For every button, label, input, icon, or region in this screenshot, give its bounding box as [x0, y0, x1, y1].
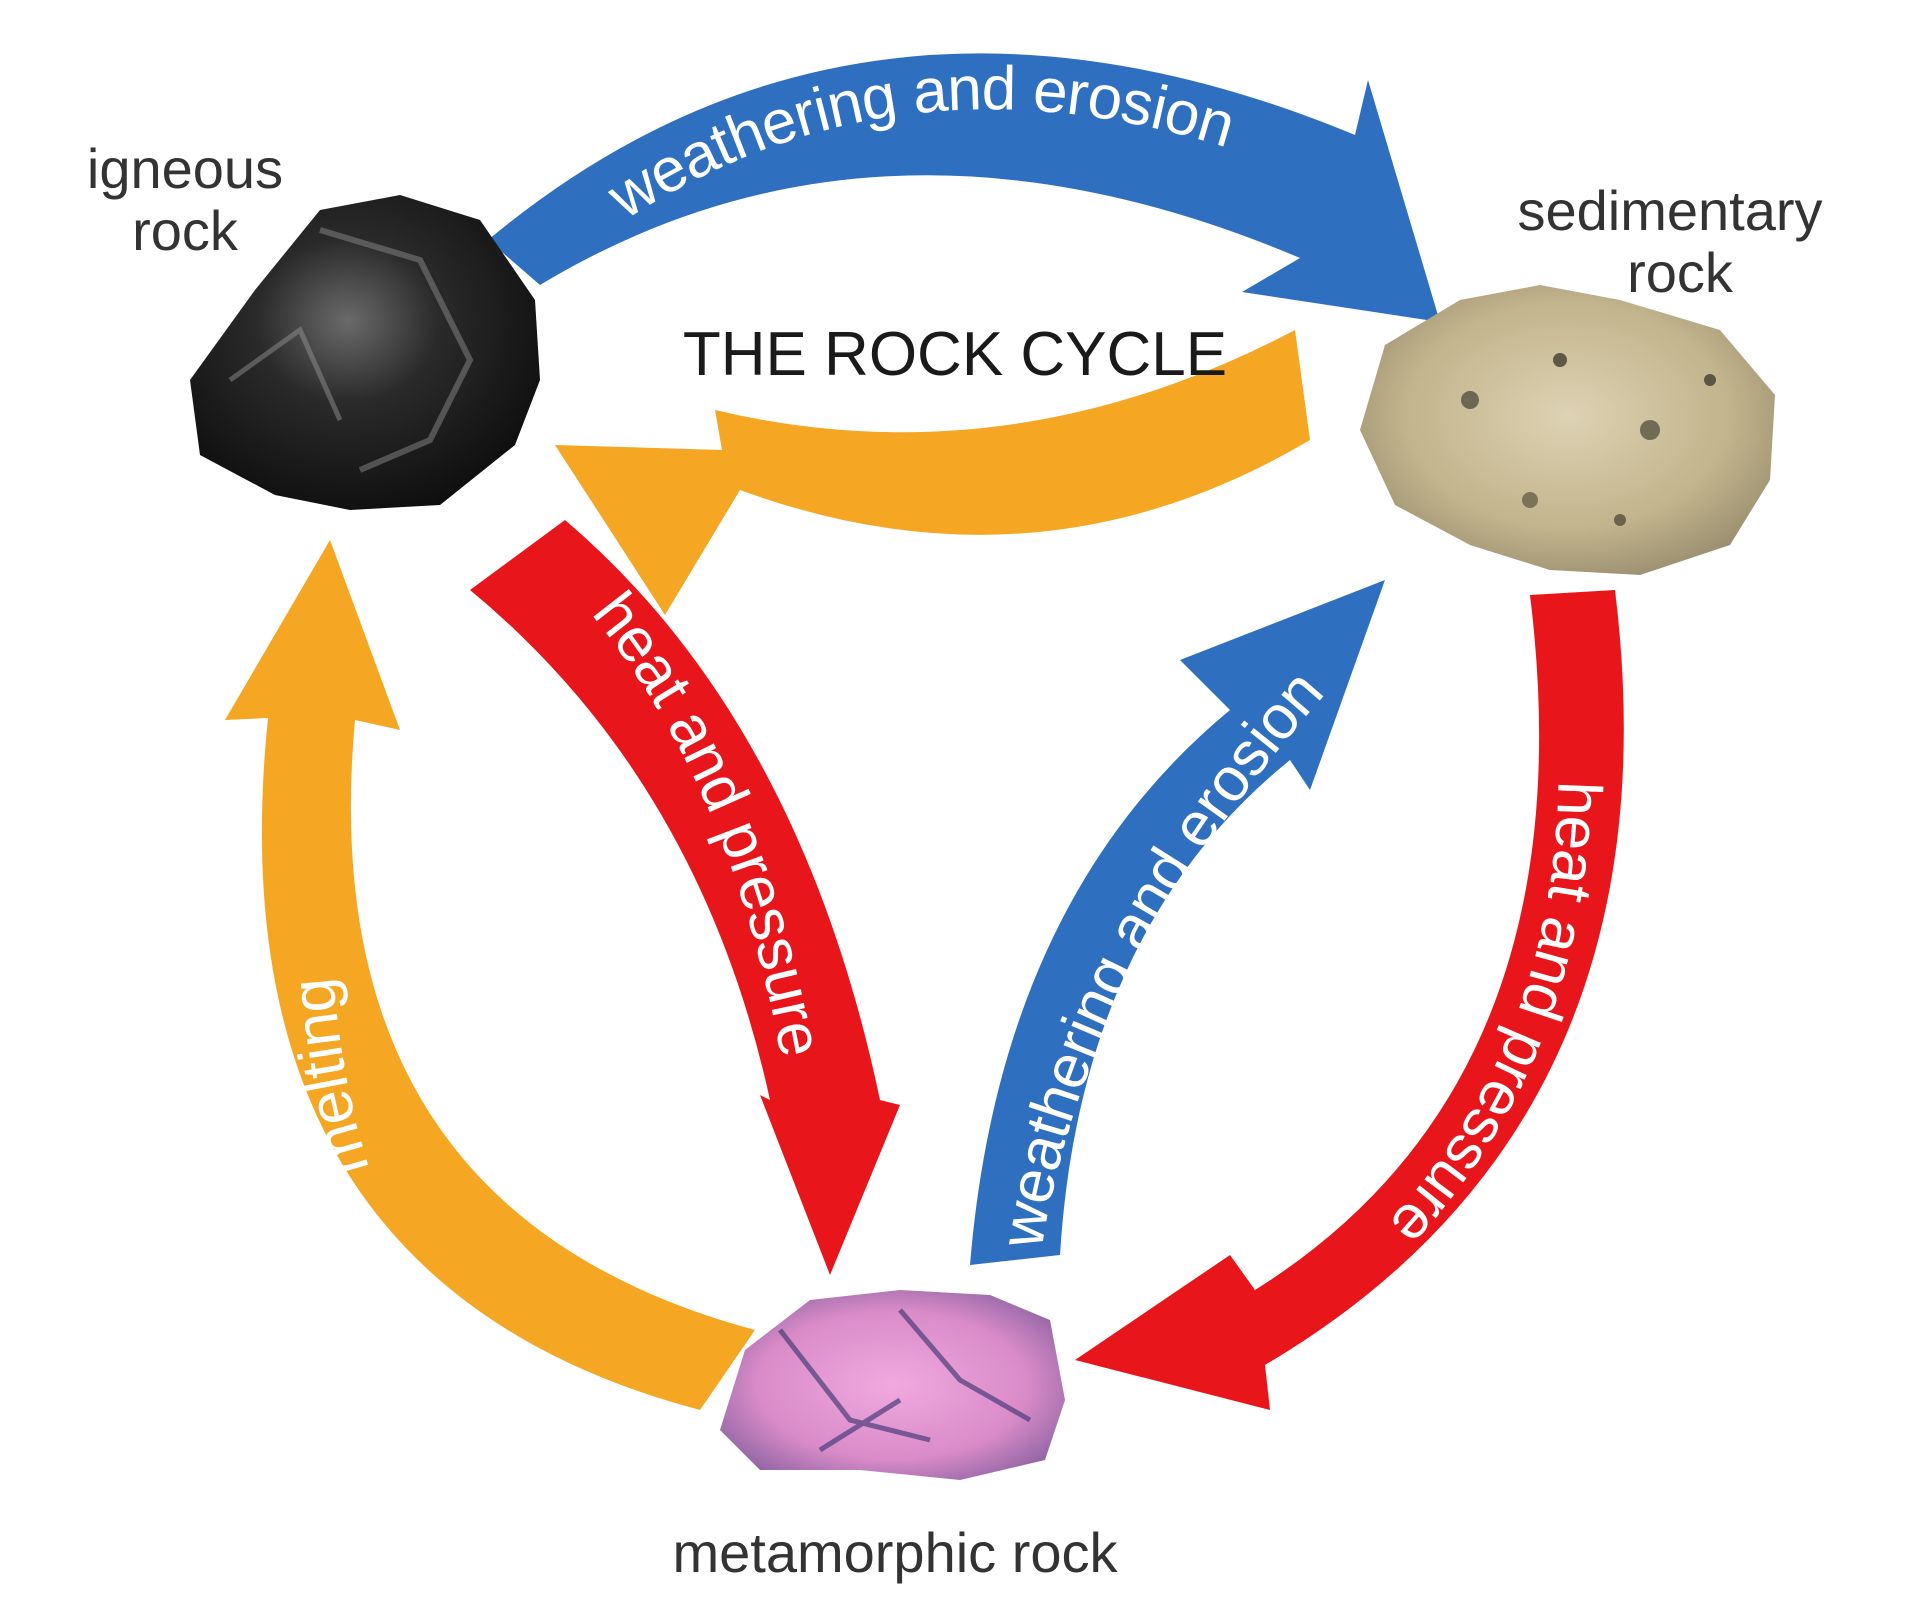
- sedimentary-rock-image: [1360, 285, 1775, 575]
- diagram-title: THE ROCK CYCLE: [683, 320, 1227, 389]
- arrow-melting-metamorphic-to-igneous: melting: [225, 540, 755, 1410]
- sedimentary-rock-label-line2: rock: [1627, 241, 1734, 304]
- svg-text:weathering and erosion: weathering and erosion: [987, 657, 1337, 1253]
- arrow-weathering-igneous-to-sedimentary: weathering and erosion: [488, 53, 1440, 322]
- arrow-heat-pressure-sedimentary-to-metamorphic: heat and pressure: [1075, 590, 1624, 1410]
- sedimentary-rock-label-line1: sedimentary: [1517, 179, 1822, 242]
- arrow-label-heat-pressure-left: heat and pressure: [580, 580, 836, 1062]
- igneous-rock-label-line1: igneous: [87, 137, 283, 200]
- arrow-weathering-metamorphic-to-sedimentary: weathering and erosion: [970, 580, 1385, 1265]
- arrow-label-weathering-diagonal: weathering and erosion: [987, 657, 1337, 1253]
- igneous-rock-image: [190, 195, 540, 510]
- metamorphic-rock-label: metamorphic rock: [672, 1521, 1118, 1584]
- svg-text:heat and pressure: heat and pressure: [580, 580, 836, 1062]
- igneous-rock-label-line2: rock: [132, 199, 239, 262]
- arrow-heat-pressure-igneous-to-metamorphic: heat and pressure: [470, 520, 900, 1275]
- metamorphic-rock-image: [720, 1290, 1065, 1480]
